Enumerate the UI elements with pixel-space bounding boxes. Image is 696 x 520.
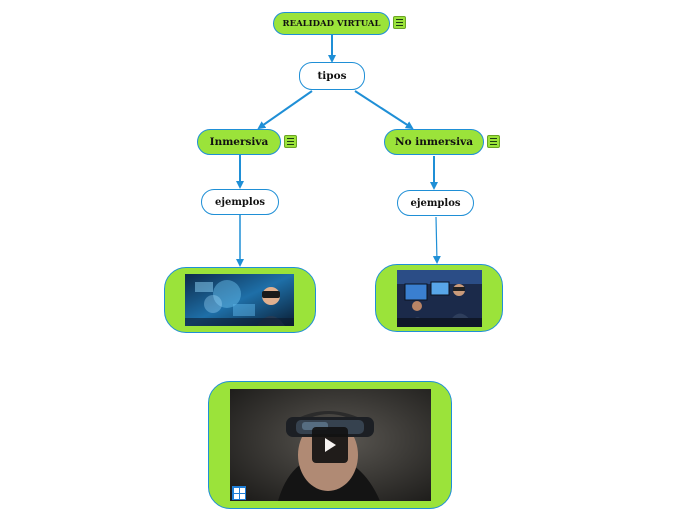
connector-types-right [354, 90, 414, 130]
no-inmersiva-node-label: No inmersiva [394, 136, 473, 148]
types-node[interactable]: tipos [299, 62, 365, 90]
left-examples-label: ejemplos [214, 196, 265, 208]
play-icon[interactable] [312, 427, 348, 463]
right-examples-node[interactable]: ejemplos [397, 190, 474, 216]
note-icon[interactable] [487, 135, 500, 148]
connector-types-left [257, 90, 313, 130]
vr-headset-collage-image [185, 274, 294, 326]
inmersiva-node-label: Inmersiva [209, 136, 269, 148]
windows-logo-icon [232, 486, 246, 500]
note-icon[interactable] [284, 135, 297, 148]
root-node-label: REALIDAD VIRTUAL [282, 18, 381, 29]
left-examples-node[interactable]: ejemplos [201, 189, 279, 215]
inmersiva-node[interactable]: Inmersiva [197, 129, 281, 155]
desktop-simulation-image [397, 270, 482, 327]
root-node[interactable]: REALIDAD VIRTUAL [273, 12, 390, 35]
note-icon[interactable] [393, 16, 406, 29]
types-node-label: tipos [317, 70, 347, 82]
right-image-node[interactable] [375, 264, 503, 332]
connector-right-image [432, 216, 441, 264]
video-node[interactable] [208, 381, 452, 509]
left-image-node[interactable] [164, 267, 316, 333]
right-examples-label: ejemplos [410, 197, 461, 209]
mixed-reality-headset-video[interactable] [230, 389, 431, 501]
no-inmersiva-node[interactable]: No inmersiva [384, 129, 484, 155]
